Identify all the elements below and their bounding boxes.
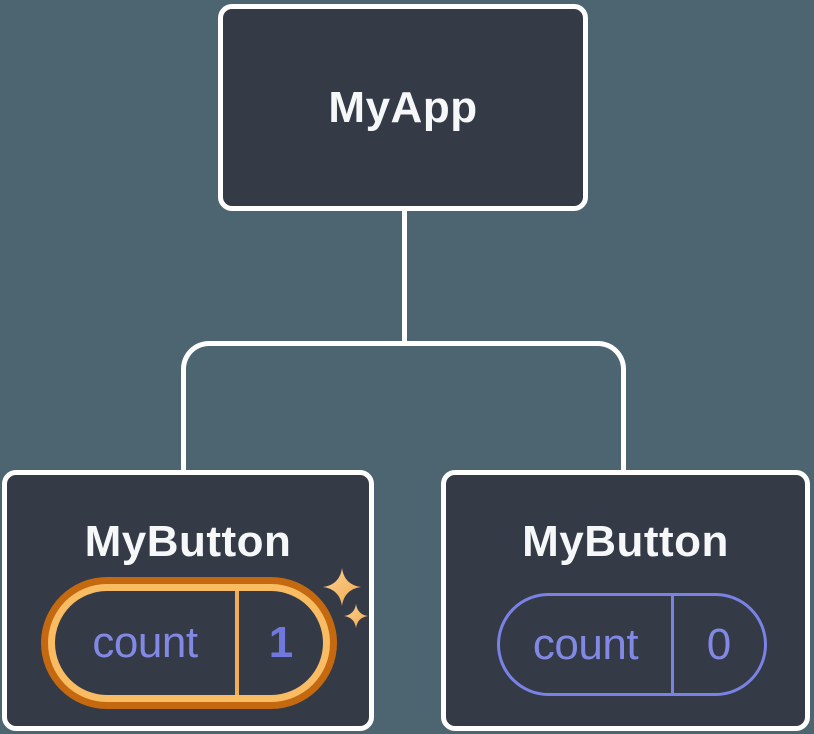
state-value: 1 (268, 618, 294, 667)
node-myapp: MyApp (218, 4, 588, 211)
node-title: MyButton (84, 517, 292, 566)
state-pill: count 0 (497, 593, 767, 696)
state-value: 0 (706, 619, 732, 669)
state-key-cell: count (55, 591, 239, 695)
node-title: MyApp (328, 82, 478, 132)
node-mybutton-right: MyButton count 0 (441, 470, 810, 731)
connector-root-line (402, 209, 407, 346)
state-key-cell: count (500, 596, 674, 693)
state-pill-ring: count 1 (48, 584, 330, 702)
state-key-label: count (92, 618, 198, 667)
node-title: MyButton (522, 517, 729, 566)
state-pill-body: count 1 (55, 591, 323, 695)
sparkles-icon (323, 568, 368, 628)
state-key-label: count (532, 619, 639, 669)
state-pill-highlighted: count 1 (41, 577, 337, 709)
state-value-cell: 1 (239, 591, 323, 695)
node-mybutton-left: MyButton count 1 (2, 470, 374, 731)
connector-branch-bracket (181, 341, 626, 472)
state-value-cell: 0 (674, 596, 764, 693)
